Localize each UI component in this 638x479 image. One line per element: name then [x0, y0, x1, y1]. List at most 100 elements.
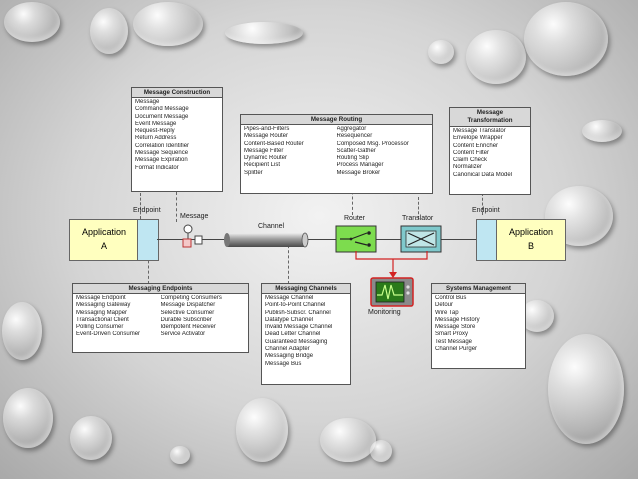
message-routing-item: Message Filter — [244, 147, 284, 154]
message-label: Message — [180, 213, 209, 220]
flow-line — [157, 239, 476, 240]
message-construction-item: Message — [135, 99, 160, 105]
connector-line — [140, 193, 141, 219]
water-drop — [370, 440, 392, 462]
application-a-box: Application A — [69, 219, 139, 261]
messaging-channels-item: Message Channel — [265, 295, 314, 301]
water-drop — [320, 418, 376, 462]
systems-management-item: Message Store — [435, 324, 476, 331]
translator-icon — [400, 225, 442, 253]
application-a-name: Application — [81, 227, 127, 237]
message-routing-item: Recipient List — [244, 162, 281, 169]
message-construction-item: Document Message — [135, 113, 189, 120]
systems-management-title: Systems Management — [432, 284, 525, 294]
translator-label: Translator — [402, 215, 434, 222]
messaging-endpoints-item: Durable Subscriber — [160, 316, 212, 323]
message-routing-item: Scatter-Gather — [336, 147, 376, 154]
endpoint-right-label: Endpoint — [472, 207, 500, 214]
messaging-endpoints-item: Message Endpoint — [76, 295, 126, 301]
message-transformation-title: Message Transformation — [450, 108, 530, 127]
systems-management-item: Test Message — [435, 338, 473, 345]
water-drop — [548, 334, 624, 444]
message-construction-title: Message Construction — [132, 88, 222, 98]
message-icon — [182, 224, 203, 248]
message-construction-item: Return Address — [135, 135, 177, 142]
systems-management-item: Wire Tap — [435, 309, 459, 316]
water-drop — [524, 2, 608, 76]
endpoint-right-box — [476, 219, 498, 261]
message-routing-item: Splitter — [244, 169, 263, 176]
systems-management-item: Detour — [435, 302, 454, 309]
messaging-channels-item: Message Bus — [265, 360, 302, 367]
water-drop — [236, 398, 288, 462]
systems-management-item: Message History — [435, 316, 480, 323]
message-transformation-item: Canonical Data Model — [453, 171, 513, 178]
message-routing-title: Message Routing — [241, 115, 432, 125]
messaging-channels-title: Messaging Channels — [262, 284, 350, 294]
messaging-endpoints-item: Selective Consumer — [160, 309, 215, 316]
water-drop — [225, 22, 303, 44]
router-icon — [335, 225, 377, 253]
channel-pipe-icon — [224, 232, 309, 248]
systems-management-item: Control Bus — [435, 295, 467, 301]
monitoring-label: Monitoring — [368, 309, 401, 316]
message-routing-item: Routing Slip — [336, 155, 369, 162]
messaging-endpoints-item: Message Dispatcher — [160, 302, 216, 309]
connector-line — [148, 250, 149, 284]
message-transformation-box: Message Transformation Message Translato… — [449, 107, 531, 195]
water-drop — [466, 30, 526, 84]
connector-line — [176, 192, 177, 222]
message-transformation-item: Normalizer — [453, 164, 483, 171]
message-transformation-item: Message Translator — [453, 128, 506, 134]
messaging-channels-item: Messaging Bridge — [265, 353, 314, 360]
message-construction-item: Message Expiration — [135, 157, 188, 164]
message-construction-item: Correlation Identifier — [135, 142, 190, 149]
channel-label: Channel — [258, 223, 285, 230]
water-drop — [2, 302, 42, 360]
water-drop — [133, 2, 203, 46]
water-drop — [170, 446, 190, 464]
messaging-channels-item: Guaranteed Messaging — [265, 338, 328, 345]
message-construction-item: Format Indicator — [135, 164, 179, 171]
endpoint-left-label: Endpoint — [133, 207, 161, 214]
systems-management-item: Channel Purger — [435, 346, 478, 353]
messaging-channels-item: Datatype Channel — [265, 316, 314, 323]
message-routing-item: Process Manager — [336, 162, 384, 169]
message-transformation-item: Content Filter — [453, 149, 490, 156]
systems-management-item: Smart Proxy — [435, 331, 469, 338]
message-construction-item: Message Sequence — [135, 150, 189, 157]
water-drop — [428, 40, 454, 64]
water-drop — [4, 2, 60, 42]
message-transformation-item: Content Enricher — [453, 142, 499, 149]
monitor-icon — [370, 277, 414, 307]
router-label: Router — [344, 215, 366, 222]
application-b-name: Application — [508, 227, 554, 237]
connector-line — [482, 193, 483, 215]
messaging-endpoints-item: Idempotent Receiver — [160, 324, 216, 331]
message-construction-item: Event Message — [135, 120, 177, 127]
message-routing-item: Pipes-and-Filters — [244, 126, 290, 132]
messaging-channels-item: Point-to-Point Channel — [265, 302, 326, 309]
message-routing-item: Aggregator — [336, 126, 367, 132]
messaging-endpoints-item: Messaging Mapper — [76, 309, 128, 316]
water-drop — [90, 8, 128, 54]
connector-line — [288, 240, 289, 284]
message-routing-item: Dynamic Router — [244, 155, 288, 162]
application-a-letter: A — [100, 241, 107, 251]
water-drop — [3, 388, 53, 448]
application-b-letter: B — [527, 241, 534, 251]
messaging-channels-item: Invalid Message Channel — [265, 324, 333, 331]
message-transformation-item: Envelope Wrapper — [453, 135, 503, 142]
